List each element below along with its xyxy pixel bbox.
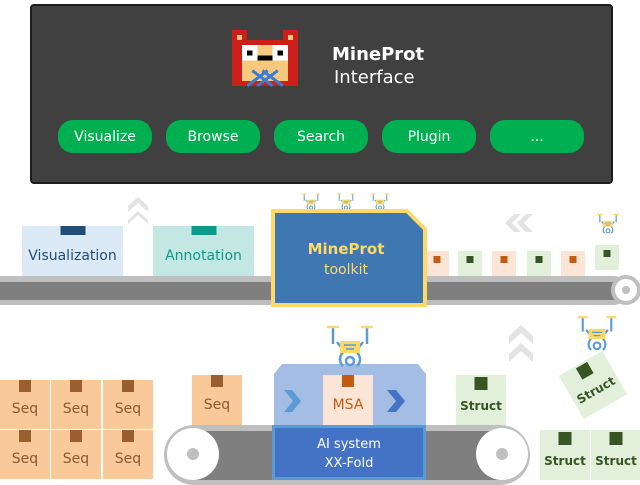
ai-system-label: AI system <box>317 437 381 452</box>
struct-box: Struct <box>591 430 640 480</box>
struct-box: Struct <box>456 375 506 425</box>
visualization-label: Visualization <box>28 248 117 264</box>
seq-box: Seq <box>0 430 50 479</box>
annotation-label: Annotation <box>165 248 242 264</box>
seq-box: Seq <box>51 430 101 479</box>
mineprot-toolkit-box <box>271 209 427 307</box>
small-struct-box <box>458 251 482 276</box>
seq-box-on-belt: Seq <box>192 375 242 425</box>
chevron-right-icon <box>387 390 405 412</box>
drone-icon <box>574 313 620 355</box>
bottom-conveyor-roller-right <box>476 428 528 480</box>
visualize-button[interactable]: Visualize <box>58 120 152 153</box>
msa-box: MSA <box>323 375 373 425</box>
seq-box: Seq <box>103 430 153 479</box>
visualization-output-box: Visualization <box>22 226 123 276</box>
mineprot-interface-panel: MineProt Interface Visualize Browse Sear… <box>30 4 613 184</box>
top-conveyor-roller <box>611 275 640 305</box>
plugin-button[interactable]: Plugin <box>382 120 476 153</box>
up-chevrons-icon <box>128 197 148 224</box>
chevron-right-icon <box>284 390 301 412</box>
small-struct-box <box>595 245 619 270</box>
small-struct-box <box>527 251 551 276</box>
drone-icon <box>324 322 376 372</box>
small-msa-box <box>492 251 516 276</box>
struct-box-carried: Struct <box>558 350 628 420</box>
search-button[interactable]: Search <box>274 120 368 153</box>
bottom-conveyor-roller-left <box>167 428 219 480</box>
interface-title: MineProt <box>332 44 425 65</box>
ai-system-box: AI system XX-Fold <box>272 425 426 480</box>
small-msa-box <box>561 251 585 276</box>
toolkit-title: MineProt <box>307 240 385 258</box>
struct-box: Struct <box>540 430 590 480</box>
toolkit-subtitle: toolkit <box>324 262 368 278</box>
more-button[interactable]: ... <box>490 120 584 153</box>
mineprot-fox-logo <box>232 30 298 96</box>
interface-subtitle: Interface <box>334 67 415 88</box>
left-chevrons-icon <box>505 214 533 232</box>
seq-box: Seq <box>51 380 101 429</box>
drone-icon <box>596 212 620 236</box>
annotation-output-box: Annotation <box>153 226 254 276</box>
browse-button[interactable]: Browse <box>166 120 260 153</box>
ai-system-name: XX-Fold <box>324 456 374 471</box>
seq-box: Seq <box>103 380 153 429</box>
seq-box: Seq <box>0 380 50 429</box>
up-chevrons-icon <box>509 325 533 362</box>
